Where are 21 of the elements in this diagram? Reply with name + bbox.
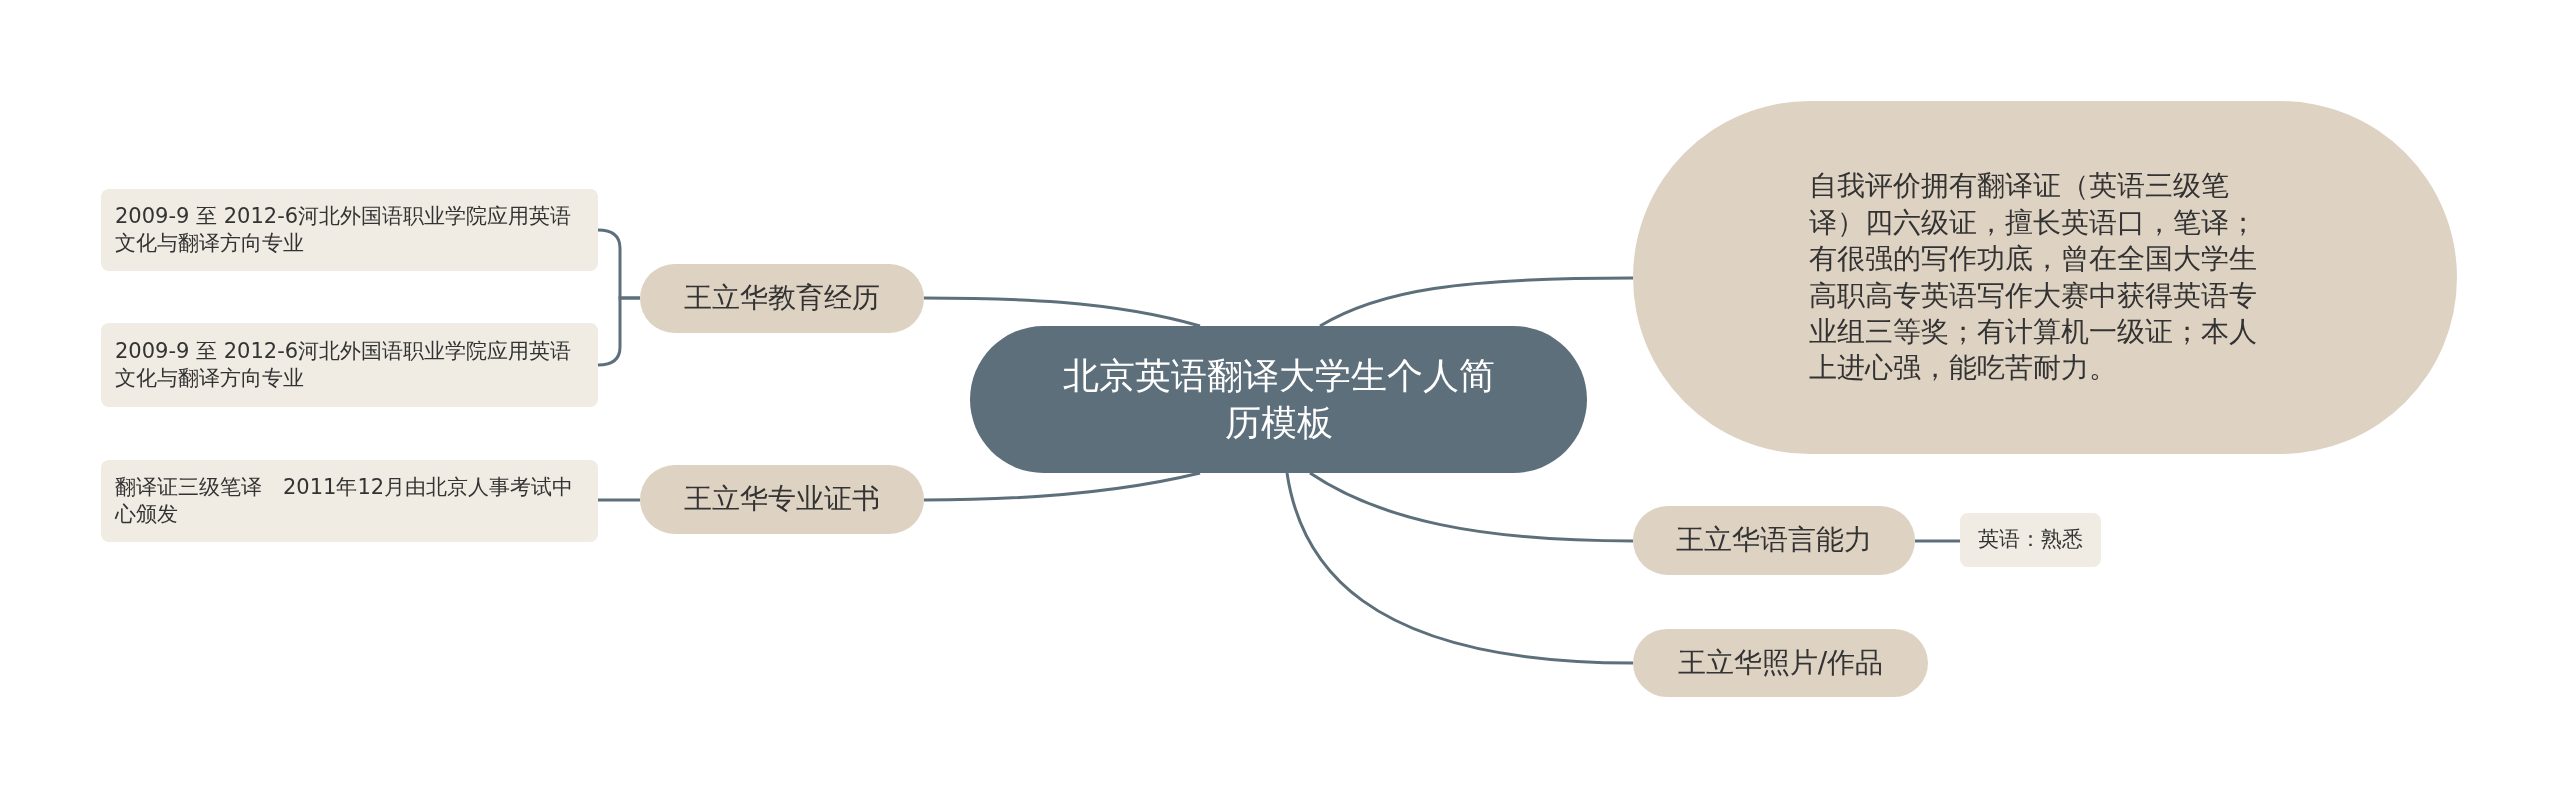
topic-text: 2009-9 至 2012-6河北外国语职业学院应用英语文化与翻译方向专业	[115, 202, 573, 257]
subtopic-box	[101, 189, 598, 271]
topic-text: 王立华专业证书	[684, 481, 880, 518]
subtopic-box	[101, 460, 598, 542]
connector-line	[1915, 539, 1960, 543]
topic-text: 王立华语言能力	[1676, 522, 1872, 559]
connector-line	[924, 471, 1201, 502]
topic-text: 王立华教育经历	[684, 280, 880, 317]
connector-line	[1309, 471, 1633, 543]
topic-text: 北京英语翻译大学生个人简历模板	[1061, 353, 1496, 445]
subtopic-box	[101, 323, 598, 407]
connector-line	[1285, 472, 1634, 665]
topic-text: 自我评价拥有翻译证（英语三级笔译）四六级证，擅长英语口，笔译；有很强的写作功底，曾在全国大学生高职高专英语写作大赛中获得英语专业组三等奖；有计算机一级证；本人上进心强，能吃苦耐力。	[1809, 168, 2258, 387]
topic-text: 王立华照片/作品	[1677, 644, 1884, 681]
subtopic-box	[1960, 513, 2101, 567]
topic-text: 英语：熟悉	[1978, 526, 2083, 554]
topic-text: 翻译证三级笔译 2011年12月由北京人事考试中心颁发	[115, 473, 575, 528]
connector-line	[1319, 276, 1633, 328]
topic-text: 2009-9 至 2012-6河北外国语职业学院应用英语文化与翻译方向专业	[115, 337, 573, 392]
connector-line	[598, 498, 640, 502]
connector-line	[924, 296, 1201, 328]
